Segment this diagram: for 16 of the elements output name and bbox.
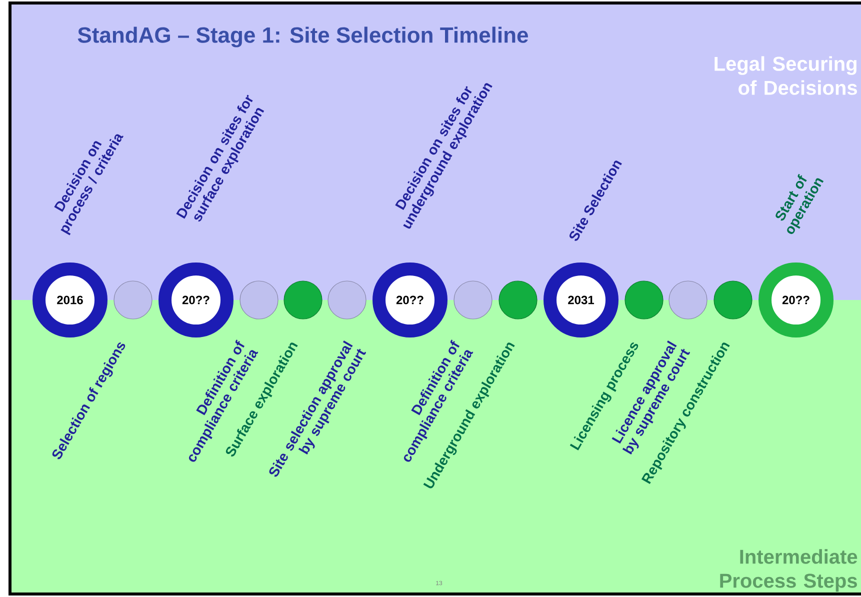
year-ring: 20??: [372, 262, 448, 338]
milestone-dot: [284, 280, 322, 320]
milestone-dot: [454, 280, 492, 320]
year-ring: 2031: [544, 262, 618, 338]
band-label: Intermediate Process Steps: [720, 549, 858, 592]
year-ring: 2016: [32, 262, 108, 338]
year-ring: 20??: [158, 262, 234, 338]
milestone-dot: [114, 280, 152, 320]
milestone-dot: [668, 280, 708, 320]
milestone-dot: [714, 280, 752, 320]
milestone-dot: [328, 280, 366, 320]
year-ring: 20??: [758, 262, 834, 338]
milestone-dot: [240, 280, 278, 320]
milestone-dot: [624, 280, 664, 320]
milestone-dot: [498, 280, 538, 320]
title: StandAG – Stage 1: Site Selection Timeline: [78, 26, 528, 48]
